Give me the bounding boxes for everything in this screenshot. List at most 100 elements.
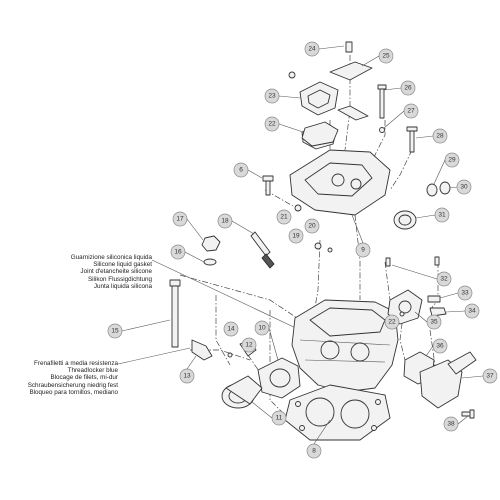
callout-32: 32 <box>436 271 452 287</box>
svg-text:8: 8 <box>312 448 316 455</box>
callout-16: 16 <box>170 244 186 260</box>
bolt-24 <box>345 41 353 53</box>
ring-22 <box>301 121 339 147</box>
fitting-33 <box>427 295 441 303</box>
note-line: Schraubensicherung niedrig fest <box>27 381 118 389</box>
head-gasket <box>284 384 391 441</box>
svg-text:9: 9 <box>361 247 365 254</box>
callout-31: 31 <box>434 207 450 223</box>
note-line: Guarnizione siliconica liquida <box>70 254 152 261</box>
svg-text:29: 29 <box>448 157 456 164</box>
svg-text:22: 22 <box>388 319 396 326</box>
callout-14: 14 <box>223 321 239 337</box>
callout-17: 17 <box>172 211 188 227</box>
svg-text:19: 19 <box>292 233 300 240</box>
callout-21: 21 <box>276 209 292 225</box>
svg-text:20: 20 <box>308 223 316 230</box>
callout-11: 11 <box>271 410 287 426</box>
callout-13: 13 <box>179 368 195 384</box>
note-line: Junta liquida silicona <box>93 282 152 290</box>
callout-28: 28 <box>432 128 448 144</box>
callout-15: 15 <box>107 323 123 339</box>
svg-text:13: 13 <box>183 373 191 380</box>
callout-18: 18 <box>217 213 233 229</box>
note-line: Blocage de filets, mi-dur <box>50 374 118 382</box>
callout-leaders <box>121 45 484 445</box>
note-line: Silicone liquid gasket <box>93 261 152 269</box>
threadlocker-note-leader <box>117 347 191 365</box>
callout-8: 8 <box>306 443 322 459</box>
svg-text:26: 26 <box>404 85 412 92</box>
callout-35: 35 <box>426 314 442 330</box>
callout-23: 23 <box>264 88 280 104</box>
plug-30 <box>439 181 451 195</box>
threadlocker-note: Frenafiletti a media resistenza Threadlo… <box>0 360 118 396</box>
note-line: Silikon Flussigdichtung <box>87 275 152 283</box>
svg-text:22: 22 <box>268 121 276 128</box>
svg-text:15: 15 <box>111 328 119 335</box>
intake-manifold <box>257 357 301 399</box>
long-stud <box>169 279 181 348</box>
valve-cover <box>289 149 391 216</box>
silicone-note-leader <box>151 259 301 331</box>
nut-17 <box>201 235 221 252</box>
callout-37: 37 <box>482 368 498 384</box>
svg-text:17: 17 <box>176 216 184 223</box>
callout-29: 29 <box>444 152 460 168</box>
svg-text:6: 6 <box>239 167 243 174</box>
svg-text:37: 37 <box>486 373 494 380</box>
svg-text:23: 23 <box>268 93 276 100</box>
reed-plate <box>329 61 373 121</box>
svg-text:35: 35 <box>430 319 438 326</box>
silicone-gasket-note: Guarnizione siliconica liquida Silicone … <box>30 254 152 290</box>
washer-16 <box>203 258 217 266</box>
svg-text:36: 36 <box>436 343 444 350</box>
callout-22b: 22 <box>384 314 400 330</box>
note-line: Joint d'etancheite silicone <box>80 268 152 276</box>
breather-cover <box>299 81 339 116</box>
svg-text:16: 16 <box>174 249 182 256</box>
svg-text:34: 34 <box>468 308 476 315</box>
thermostat-housing <box>387 289 423 325</box>
note-line: Threadlocker blue <box>67 367 118 375</box>
callout-12: 12 <box>241 337 257 353</box>
svg-text:14: 14 <box>227 326 235 333</box>
callout-6: 6 <box>233 162 249 178</box>
intake-boot <box>221 375 263 409</box>
bolt-28 <box>406 126 418 153</box>
callout-36: 36 <box>432 338 448 354</box>
small-parts <box>227 71 405 358</box>
callout-9: 9 <box>355 242 371 258</box>
callout-10: 10 <box>254 320 270 336</box>
pin-32 <box>385 256 440 267</box>
svg-text:30: 30 <box>460 184 468 191</box>
svg-text:21: 21 <box>280 214 288 221</box>
fitting-34 <box>429 307 447 317</box>
bolt-6 <box>262 175 274 196</box>
cylinder-head <box>291 299 399 393</box>
svg-text:10: 10 <box>258 325 266 332</box>
callout-19: 19 <box>288 228 304 244</box>
svg-text:18: 18 <box>221 218 229 225</box>
water-outlet-37 <box>419 351 477 409</box>
callout-20: 20 <box>304 218 320 234</box>
svg-text:33: 33 <box>461 290 469 297</box>
svg-text:24: 24 <box>308 46 316 53</box>
callout-26: 26 <box>400 80 416 96</box>
note-line: Frenafiletti a media resistenza <box>34 360 118 367</box>
svg-text:38: 38 <box>447 421 455 428</box>
svg-text:27: 27 <box>407 108 415 115</box>
svg-text:31: 31 <box>438 212 446 219</box>
svg-text:12: 12 <box>245 342 253 349</box>
bolt-38 <box>461 409 475 419</box>
svg-text:11: 11 <box>276 415 283 422</box>
callout-22: 22 <box>264 116 280 132</box>
callout-27: 27 <box>403 103 419 119</box>
svg-text:25: 25 <box>382 53 390 60</box>
svg-text:32: 32 <box>440 276 448 283</box>
callout-30: 30 <box>456 179 472 195</box>
callout-38: 38 <box>443 416 459 432</box>
note-line: Bloqueo para tornillos, mediano <box>29 388 118 396</box>
callout-34: 34 <box>464 303 480 319</box>
